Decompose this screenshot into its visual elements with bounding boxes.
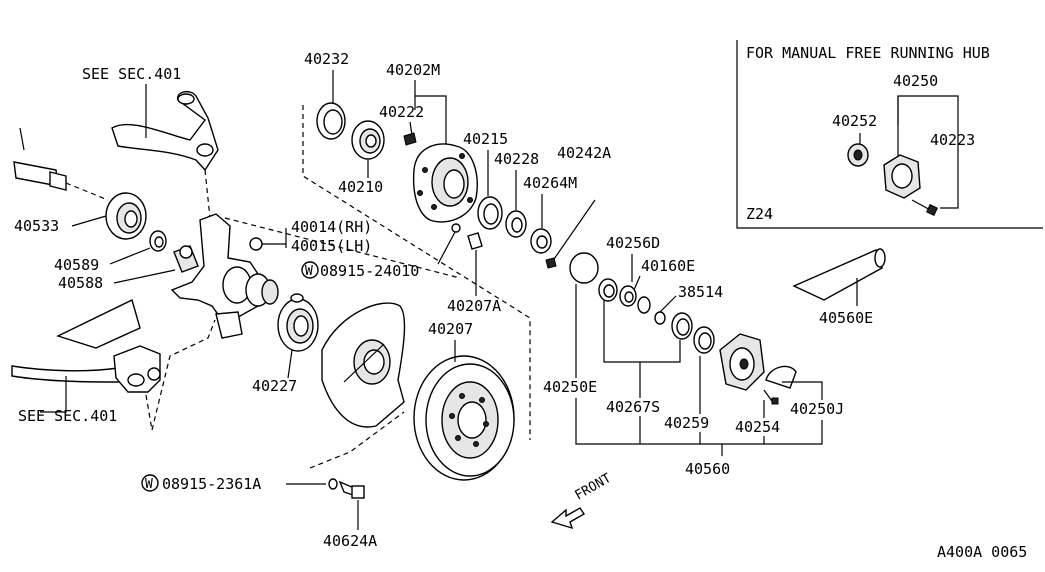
snap-ring-40250e-icon — [569, 252, 599, 284]
drive-shaft-icon — [13, 127, 67, 191]
label-40252: 40252 — [832, 112, 877, 130]
label-40228: 40228 — [494, 150, 539, 168]
label-08915-2361a: 08915-2361A — [162, 475, 261, 493]
label-40232: 40232 — [304, 50, 349, 68]
inset-manual-free-running-hub: FOR MANUAL FREE RUNNING HUB Z24 40250 40… — [736, 40, 1043, 229]
label-40588: 40588 — [58, 274, 103, 292]
label-40560: 40560 — [685, 460, 730, 478]
grease-tube-icon — [792, 248, 886, 301]
svg-text:W: W — [145, 477, 153, 492]
dust-cover-icon — [321, 302, 406, 428]
upper-arm-icon — [111, 84, 219, 172]
label-40589: 40589 — [54, 256, 99, 274]
bearing-40210-icon — [351, 120, 385, 160]
label-40160e: 40160E — [641, 257, 695, 275]
label-40242a: 40242A — [557, 144, 611, 162]
see-sec-bottom: SEE SEC.401 — [18, 407, 117, 425]
clip-38514-icon — [654, 311, 666, 325]
cap-40250j-icon — [765, 365, 797, 389]
label-40210: 40210 — [338, 178, 383, 196]
label-40267s: 40267S — [606, 398, 660, 416]
bushing-40588-icon — [173, 245, 199, 273]
front-label: FRONT — [573, 471, 615, 504]
label-40250e: 40250E — [543, 378, 597, 396]
label-40560e: 40560E — [819, 309, 873, 327]
label-40259: 40259 — [664, 414, 709, 432]
label-38514: 38514 — [678, 283, 723, 301]
lock-washer-40264m-icon — [530, 228, 552, 254]
label-40222: 40222 — [379, 103, 424, 121]
label-40207a: 40207A — [447, 297, 501, 315]
svg-text:W: W — [305, 264, 313, 279]
inset-title: FOR MANUAL FREE RUNNING HUB — [746, 44, 990, 62]
steering-knuckle-icon — [170, 213, 279, 339]
see-sec-top: SEE SEC.401 — [82, 65, 181, 83]
washer-symbol-2361a: W — [141, 474, 159, 492]
seal-40232-icon — [316, 102, 346, 140]
bolt-40624a-icon — [328, 478, 365, 499]
label-40250j: 40250J — [790, 400, 844, 418]
brake-rotor-40207-icon — [413, 355, 515, 481]
screw-40242a-icon — [545, 257, 557, 269]
hub-bolt-icon — [403, 132, 417, 146]
label-40015-lh: 40015(LH) — [291, 237, 372, 255]
bolt-40254-icon — [771, 397, 779, 405]
bearing-40256d-icon — [598, 278, 618, 302]
label-40256d: 40256D — [606, 234, 660, 252]
label-40533: 40533 — [14, 217, 59, 235]
front-arrow-icon — [550, 507, 585, 530]
label-40250-inset: 40250 — [893, 72, 938, 90]
lower-arm-icon — [11, 299, 161, 393]
label-40207: 40207 — [428, 320, 473, 338]
seal-40589-icon — [149, 230, 167, 252]
label-40202m: 40202M — [386, 61, 440, 79]
label-40014-rh: 40014(RH) — [291, 218, 372, 236]
label-40215: 40215 — [463, 130, 508, 148]
diagram-code: A400A 0065 — [937, 543, 1027, 561]
washer-symbol-24010: W — [301, 261, 319, 279]
bearing-40215-icon — [477, 196, 503, 230]
label-40254: 40254 — [735, 418, 780, 436]
label-40223: 40223 — [930, 131, 975, 149]
ring-40267s-icon — [671, 312, 693, 340]
screw-40207a-icon — [451, 223, 483, 250]
label-40264m: 40264M — [523, 174, 577, 192]
bearing-40533-icon — [105, 192, 147, 240]
hub-body-40254-icon — [719, 333, 765, 391]
free-running-hub-icon — [883, 154, 938, 216]
label-08915-24010: 08915-24010 — [320, 262, 419, 280]
label-40227: 40227 — [252, 377, 297, 395]
seal-40259-icon — [693, 326, 715, 354]
label-40624a: 40624A — [323, 532, 377, 550]
seal-40227-icon — [277, 293, 319, 352]
inset-model: Z24 — [746, 205, 773, 223]
ring-40160e-icon — [619, 285, 637, 307]
seal-40228-icon — [505, 210, 527, 238]
hub-gear-icon — [847, 143, 869, 167]
front-hub-icon — [412, 143, 478, 223]
washer-38514-icon — [637, 296, 651, 314]
